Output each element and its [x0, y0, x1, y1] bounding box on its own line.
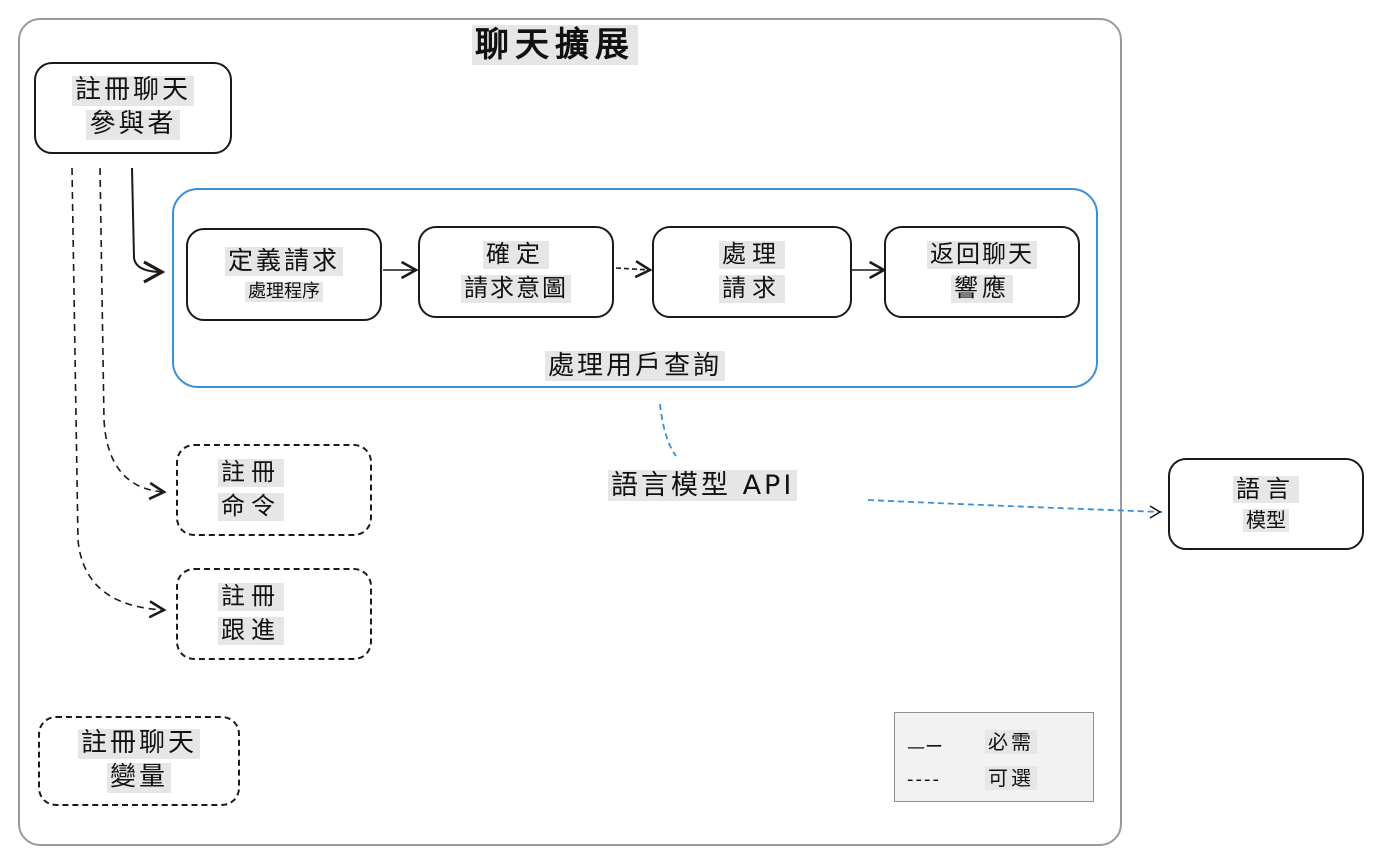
- arrow-participant-to-followups: [71, 167, 167, 619]
- legend-optional-label: 可選: [985, 766, 1037, 790]
- commands-line2: 命令: [218, 492, 284, 521]
- step-return-response: 返回聊天 響應: [884, 226, 1080, 318]
- step2-line1: 確定: [483, 241, 549, 269]
- api-label: 語言模型 API: [608, 470, 878, 501]
- legend-required-symbol: —ー: [907, 737, 943, 758]
- participant-line1: 註冊聊天: [71, 75, 194, 106]
- step4-line2: 響應: [951, 274, 1013, 303]
- step-determine-intent: 確定 請求意圖: [418, 226, 614, 318]
- process-group: [172, 188, 1098, 388]
- participant-node: 註冊聊天 參與者: [34, 62, 232, 154]
- model-line1: 語言: [1233, 475, 1299, 504]
- arrow-step2-to-step3: [615, 260, 653, 279]
- register-commands-node: 註冊 命令: [176, 444, 372, 536]
- legend-required-label: 必需: [985, 730, 1037, 754]
- model-line2: 模型: [1243, 509, 1289, 533]
- step-process-request: 處理 請求: [652, 226, 852, 318]
- legend: —ー 必需 ---- 可選: [894, 712, 1094, 802]
- step3-line1: 處理: [719, 241, 785, 269]
- process-group-label: 處理用戶查詢: [490, 351, 780, 382]
- legend-optional-symbol: ----: [907, 769, 941, 790]
- step3-line2: 請求: [719, 274, 785, 303]
- arrow-participant-to-commands: [99, 167, 167, 501]
- followups-line2: 跟進: [218, 616, 284, 645]
- commands-line1: 註冊: [218, 459, 284, 487]
- outer-frame: [18, 18, 1122, 846]
- variables-line2: 變量: [106, 762, 171, 793]
- step1-line1: 定義請求: [224, 246, 343, 276]
- arrow-group-to-model: [659, 403, 1163, 513]
- step2-line2: 請求意圖: [461, 274, 571, 303]
- register-followups-node: 註冊 跟進: [176, 568, 372, 660]
- step-define-handler: 定義請求 處理程序: [186, 228, 382, 321]
- variables-line1: 註冊聊天: [77, 728, 200, 759]
- followups-line1: 註冊: [218, 583, 284, 611]
- register-variables-node: 註冊聊天 變量: [38, 716, 240, 806]
- step1-line2: 處理程序: [245, 281, 323, 303]
- diagram-title: 聊天擴展: [420, 25, 690, 65]
- arrow-participant-to-handler: [131, 167, 166, 284]
- language-model-node: 語言 模型: [1168, 458, 1364, 550]
- participant-line2: 參與者: [86, 109, 180, 140]
- step4-line1: 返回聊天: [927, 241, 1037, 269]
